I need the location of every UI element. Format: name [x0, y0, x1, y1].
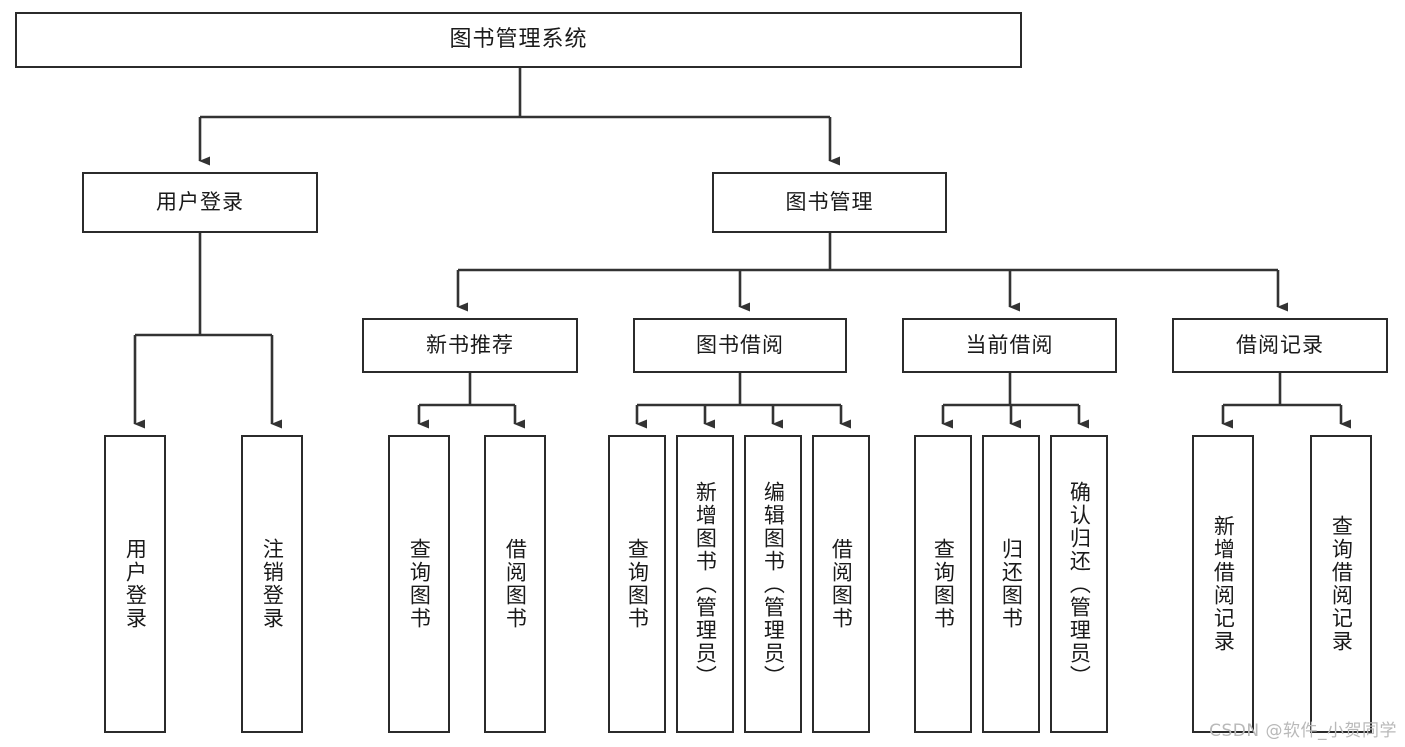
node-book-manage-label: 图书管理 [785, 189, 874, 214]
node-current-borrow-label: 当前借阅 [965, 332, 1054, 357]
node-query-book-2-label: 查询图书 [625, 538, 650, 630]
node-new-book-recommend[interactable]: 新书推荐 [362, 318, 578, 373]
node-user-login-label: 用户登录 [156, 189, 244, 214]
node-add-book-admin[interactable]: 新增图书（管理员） [676, 435, 734, 733]
node-borrow-book-1[interactable]: 借阅图书 [484, 435, 546, 733]
node-query-borrow-record[interactable]: 查询借阅记录 [1310, 435, 1372, 733]
node-user-login-do[interactable]: 用户登录 [104, 435, 166, 733]
node-borrow-book-1-label: 借阅图书 [503, 538, 528, 630]
node-borrow-book-2-label: 借阅图书 [829, 538, 854, 630]
node-user-login[interactable]: 用户登录 [82, 172, 318, 233]
node-root-label: 图书管理系统 [449, 26, 588, 52]
node-query-book-3-label: 查询图书 [931, 538, 956, 630]
node-user-login-do-label: 用户登录 [123, 538, 148, 630]
node-query-borrow-record-label: 查询借阅记录 [1329, 515, 1354, 653]
node-new-book-recommend-label: 新书推荐 [426, 332, 514, 357]
node-return-book[interactable]: 归还图书 [982, 435, 1040, 733]
node-borrow-book-2[interactable]: 借阅图书 [812, 435, 870, 733]
node-return-book-label: 归还图书 [999, 538, 1024, 630]
node-confirm-return-admin[interactable]: 确认归还（管理员） [1050, 435, 1108, 733]
node-query-book-1-label: 查询图书 [407, 538, 432, 630]
node-borrow-record-label: 借阅记录 [1236, 332, 1324, 357]
node-add-borrow-record-label: 新增借阅记录 [1211, 515, 1236, 653]
node-add-borrow-record[interactable]: 新增借阅记录 [1192, 435, 1254, 733]
node-query-book-2[interactable]: 查询图书 [608, 435, 666, 733]
node-book-borrow-label: 图书借阅 [696, 332, 784, 357]
node-query-book-3[interactable]: 查询图书 [914, 435, 972, 733]
node-book-borrow[interactable]: 图书借阅 [633, 318, 847, 373]
node-query-book-1[interactable]: 查询图书 [388, 435, 450, 733]
node-user-logout[interactable]: 注销登录 [241, 435, 303, 733]
node-root[interactable]: 图书管理系统 [15, 12, 1022, 68]
node-confirm-return-admin-label: 确认归还（管理员） [1067, 480, 1092, 688]
node-borrow-record[interactable]: 借阅记录 [1172, 318, 1388, 373]
node-user-logout-label: 注销登录 [260, 538, 285, 630]
node-edit-book-admin[interactable]: 编辑图书（管理员） [744, 435, 802, 733]
node-book-manage[interactable]: 图书管理 [712, 172, 947, 233]
node-current-borrow[interactable]: 当前借阅 [902, 318, 1117, 373]
node-add-book-admin-label: 新增图书（管理员） [693, 480, 718, 688]
node-edit-book-admin-label: 编辑图书（管理员） [761, 480, 786, 688]
